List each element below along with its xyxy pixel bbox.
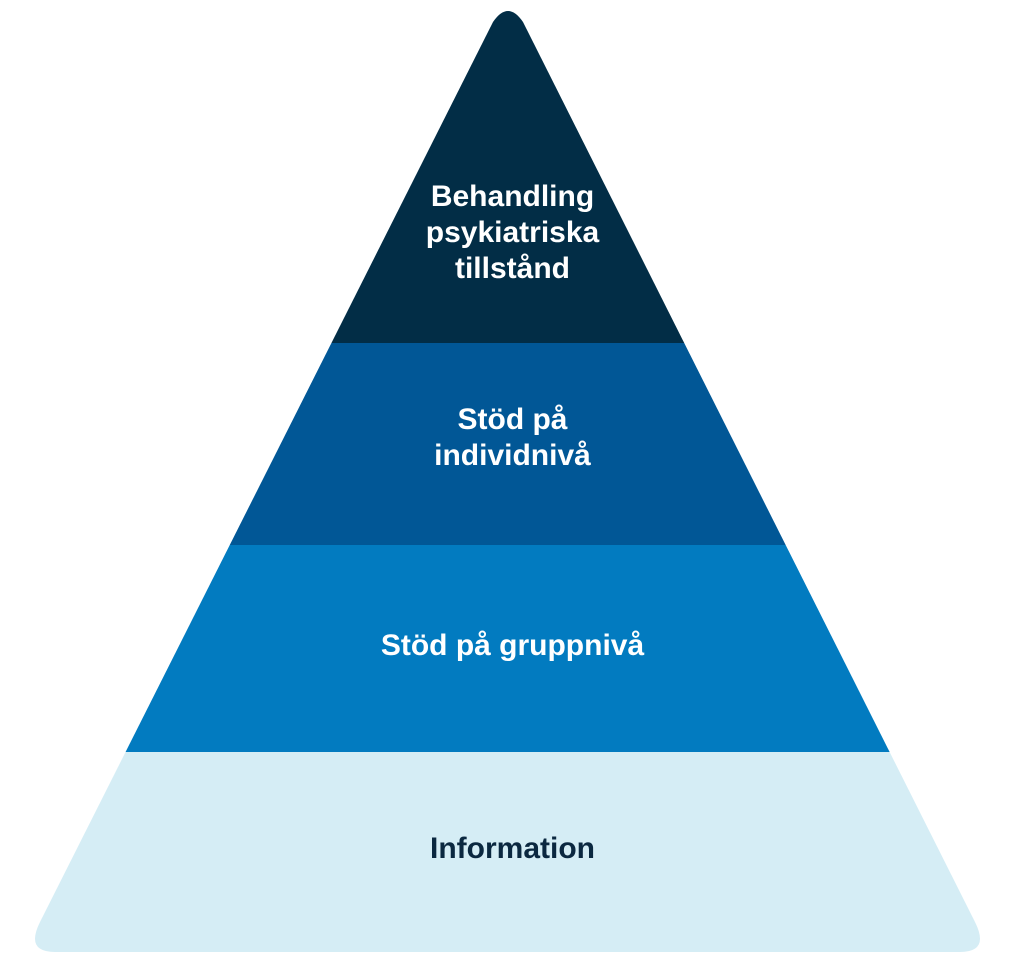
level-2-label: Stöd på individnivå: [0, 402, 1025, 474]
label-line: Stöd på gruppnivå: [380, 629, 645, 662]
label-line: Stöd på: [457, 403, 568, 436]
pyramid-level-treatment: [35, 11, 980, 343]
label-line: Behandling: [430, 180, 595, 213]
level-3-label: Stöd på gruppnivå: [0, 628, 1025, 664]
pyramid-level-information: [35, 752, 980, 952]
label-line: psykiatriska: [425, 216, 600, 249]
level-4-label: Information: [0, 831, 1025, 867]
label-line: tillstånd: [454, 252, 570, 285]
level-1-label: Behandling psykiatriska tillstånd: [0, 179, 1025, 287]
label-line: Information: [430, 832, 595, 865]
label-line: individnivå: [434, 439, 591, 472]
